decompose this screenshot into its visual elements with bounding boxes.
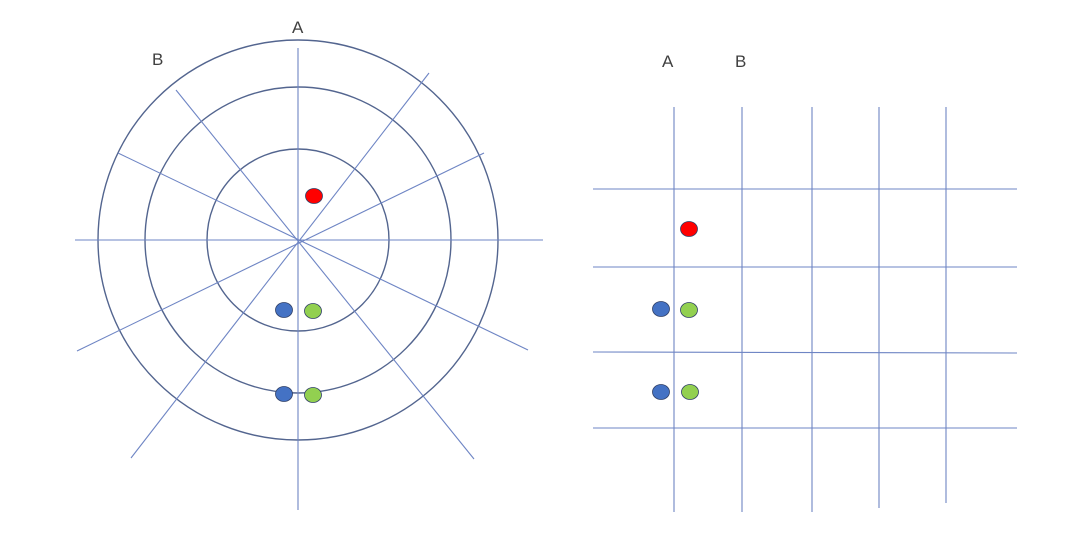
polar-spoke bbox=[117, 152, 529, 351]
grid-diagram: A B bbox=[592, 52, 1018, 512]
grid-blue-dot bbox=[652, 384, 670, 400]
polar-dots bbox=[275, 188, 323, 403]
grid-vertical-lines bbox=[673, 107, 947, 512]
grid-dots bbox=[652, 221, 699, 400]
grid-green-dot bbox=[681, 384, 699, 400]
polar-green-dot bbox=[304, 387, 322, 403]
grid-label-a: A bbox=[662, 52, 674, 71]
grid-horizontal-line bbox=[592, 351, 1018, 354]
grid-blue-dot bbox=[652, 301, 670, 317]
polar-blue-dot bbox=[275, 386, 293, 402]
polar-red-dot bbox=[305, 188, 323, 204]
grid-red-dot bbox=[680, 221, 698, 237]
polar-spoke bbox=[76, 152, 485, 352]
polar-spoke bbox=[130, 72, 430, 459]
polar-label-b: B bbox=[152, 50, 163, 69]
polar-spokes bbox=[75, 48, 543, 510]
grid-label-b: B bbox=[735, 52, 746, 71]
polar-blue-dot bbox=[275, 302, 293, 318]
polar-spoke bbox=[175, 89, 475, 460]
grid-green-dot bbox=[680, 302, 698, 318]
polar-green-dot bbox=[304, 303, 322, 319]
grid-horizontal-lines bbox=[592, 188, 1018, 429]
polar-diagram: A B bbox=[75, 18, 543, 510]
polar-label-a: A bbox=[292, 18, 304, 37]
